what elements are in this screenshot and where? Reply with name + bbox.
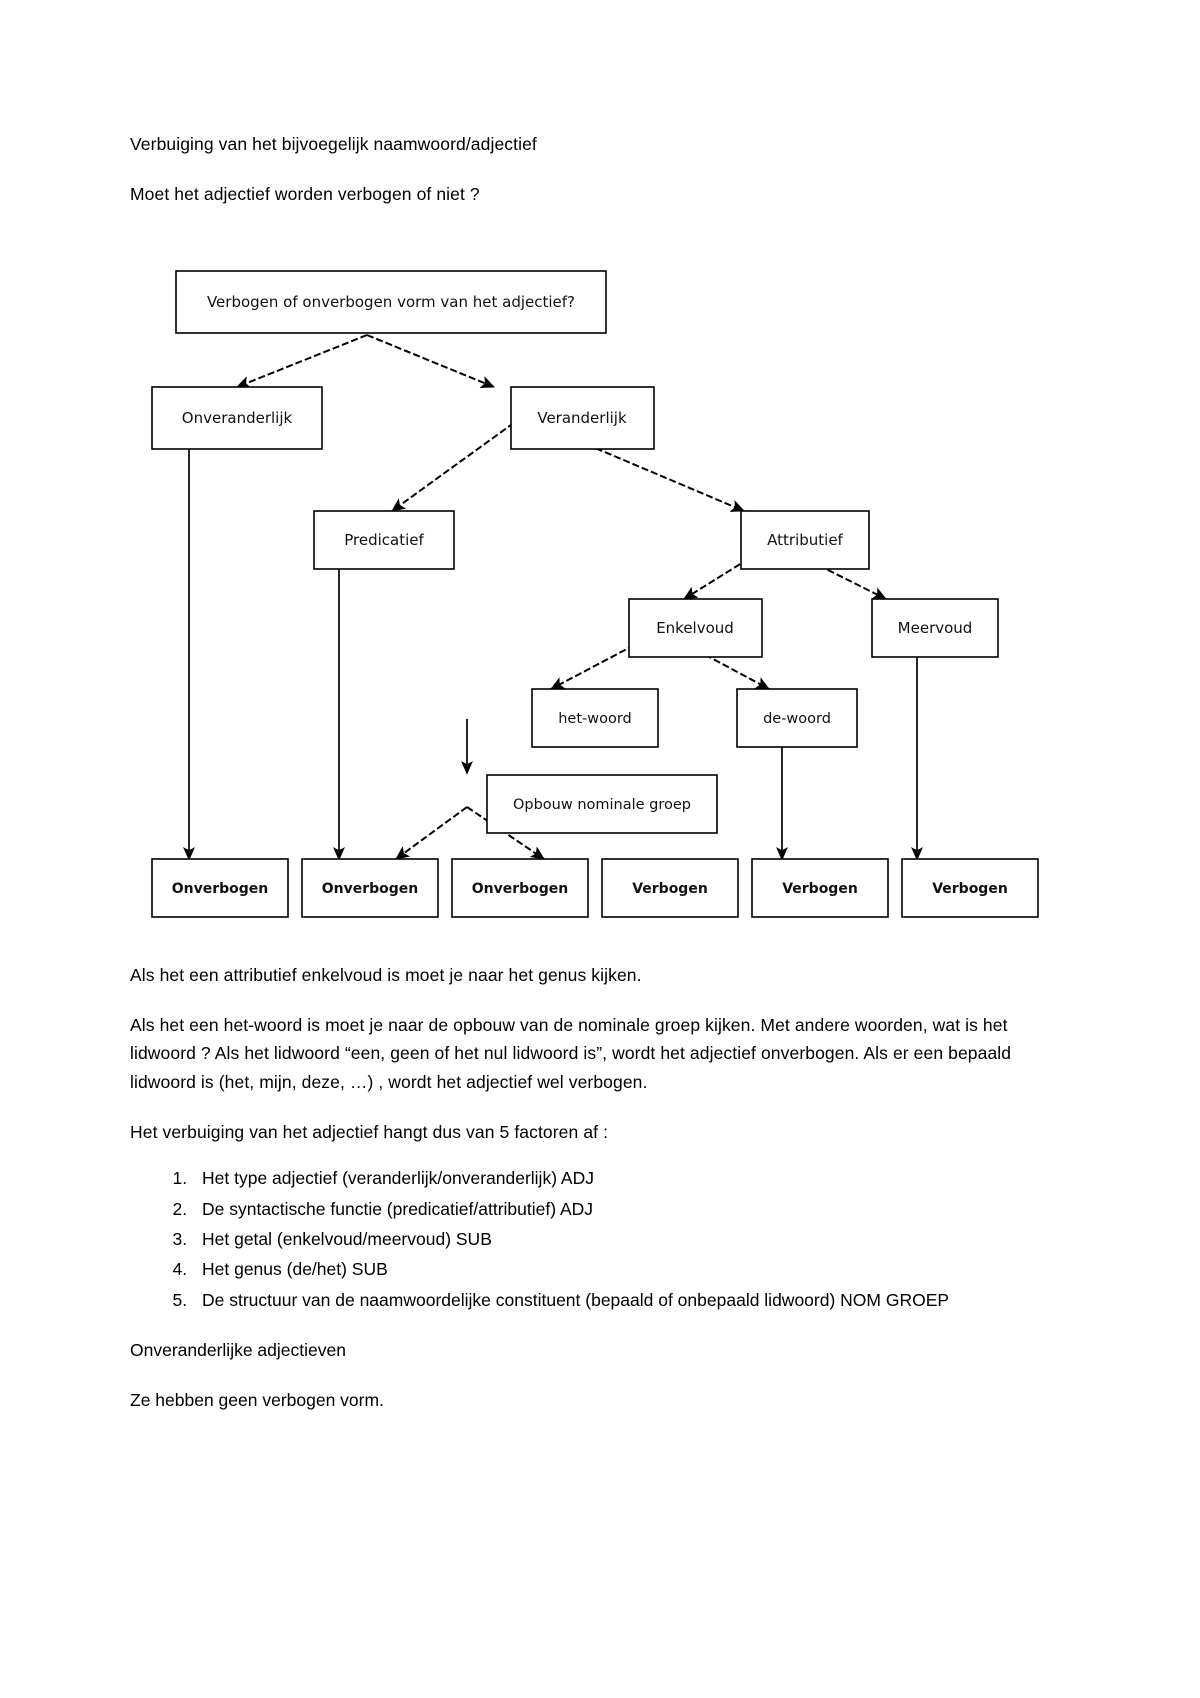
node-de-woord: de-woord	[736, 687, 858, 748]
edge-attributief-enkelvoud	[683, 541, 775, 600]
leaf-box: Verbogen	[901, 857, 1039, 918]
node-meervoud-label: Meervoud	[898, 619, 973, 637]
body-paragraph-2: Als het een het-woord is moet je naar de…	[130, 1015, 1012, 1092]
leaf-box: Verbogen	[751, 857, 889, 918]
leaf-box: Onverbogen	[451, 857, 589, 918]
leaf-label: Verbogen	[782, 881, 858, 897]
leaf-box: Onverbogen	[151, 857, 289, 918]
leaf-label: Onverbogen	[472, 881, 569, 897]
node-root-label: Verbogen of onverbogen vorm van het adje…	[207, 293, 575, 311]
list-item: De structuur van de naamwoordelijke cons…	[192, 1286, 1070, 1314]
list-item: Het getal (enkelvoud/meervoud) SUB	[192, 1225, 1070, 1253]
node-attributief: Attributief	[740, 509, 870, 570]
leaf-label: Verbogen	[932, 881, 1008, 897]
list-item: Het type adjectief (veranderlijk/onveran…	[192, 1164, 1070, 1192]
node-attributief-label: Attributief	[767, 531, 843, 549]
node-het-woord-label: het-woord	[558, 711, 632, 727]
node-enkelvoud-label: Enkelvoud	[656, 619, 734, 637]
body-paragraph-3: Het verbuiging van het adjectief hangt d…	[130, 1122, 609, 1143]
node-veranderlijk-label: Veranderlijk	[537, 409, 627, 427]
edge-root-veranderlijk	[366, 333, 495, 388]
node-onveranderlijk: Onveranderlijk	[151, 385, 323, 450]
body-paragraph-1: Als het een attributief enkelvoud is moe…	[130, 964, 642, 985]
leaf-box: Onverbogen	[301, 857, 439, 918]
factors-list: Het type adjectief (veranderlijk/onveran…	[130, 1164, 1070, 1314]
edge-root-onveranderlijk	[236, 333, 368, 388]
node-veranderlijk: Veranderlijk	[510, 385, 655, 450]
flowchart-svg: Verbogen of onverbogen vorm van het adje…	[151, 269, 1039, 918]
node-root: Verbogen of onverbogen vorm van het adje…	[175, 269, 607, 334]
leaf-label: Onverbogen	[172, 881, 269, 897]
node-opbouw-nominale-groep: Opbouw nominale groep	[486, 773, 718, 834]
body-paragraph-5: Ze hebben geen verbogen vorm.	[130, 1390, 384, 1411]
node-predicatief: Predicatief	[313, 509, 455, 570]
document-content: Verbuiging van het bijvoegelijk naamwoor…	[130, 130, 1070, 1437]
node-predicatief-label: Predicatief	[344, 531, 424, 549]
list-item: De syntactische functie (predicatief/att…	[192, 1195, 1070, 1223]
edge-veranderlijk-predicatief	[391, 415, 523, 512]
document-question: Moet het adjectief worden verbogen of ni…	[130, 184, 480, 205]
node-de-woord-label: de-woord	[763, 711, 831, 727]
document-heading: Verbuiging van het bijvoegelijk naamwoor…	[130, 134, 537, 154]
body-paragraph-4: Onveranderlijke adjectieven	[130, 1340, 346, 1361]
list-item: Het genus (de/het) SUB	[192, 1255, 1070, 1283]
node-enkelvoud: Enkelvoud	[628, 597, 763, 658]
node-opbouw-label: Opbouw nominale groep	[513, 797, 691, 813]
leaf-label: Onverbogen	[322, 881, 419, 897]
edge-opbouw-onverbogen	[395, 805, 468, 860]
leaf-label: Verbogen	[632, 881, 708, 897]
node-meervoud: Meervoud	[871, 597, 999, 658]
leaf-box: Verbogen	[601, 857, 739, 918]
decision-tree-diagram: Verbogen of onverbogen vorm van het adje…	[124, 251, 1064, 951]
node-het-woord: het-woord	[531, 687, 659, 748]
node-onveranderlijk-label: Onveranderlijk	[182, 409, 293, 427]
